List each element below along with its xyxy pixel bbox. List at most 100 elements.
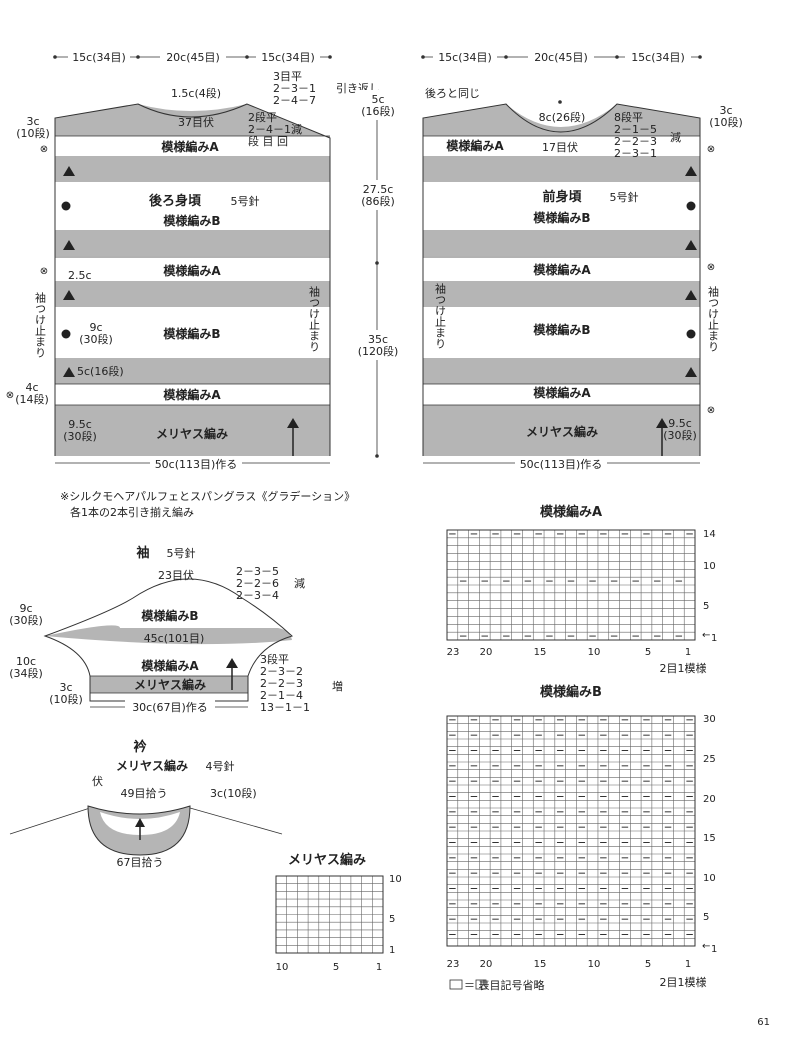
collar-pickup-back: 49目拾う — [121, 786, 168, 800]
dot-marker — [686, 329, 696, 339]
arrow-left-icon: ← — [702, 941, 710, 952]
back-lower-side-2: (14段) — [15, 392, 49, 406]
back-pattern-b-1: 模様編みB — [163, 213, 220, 228]
arrow-left-icon: ← — [702, 630, 710, 641]
back-shoulder-rows: 1.5c(4段) — [171, 86, 221, 100]
back-pattern-a-2: 模様編みA — [163, 263, 221, 278]
chart-a-col-label: 23 — [447, 647, 460, 658]
front-pattern-b-2: 模様編みB — [533, 322, 590, 337]
back-mid-side-2: (30段) — [79, 332, 113, 346]
center-mid-1: 27.5c — [363, 183, 394, 196]
chart-b-row-label: 5 — [703, 912, 709, 923]
front-neck-step-3: 2－2－3 — [614, 135, 657, 148]
chart-a-row-label: 14 — [703, 529, 716, 540]
sleeve-top-step-3: 2－3－4 — [236, 589, 279, 602]
back-shoulder-step-2: 2－3－1 — [273, 82, 316, 95]
legend: ＝ 表目記号省略 — [449, 978, 545, 992]
front-shoulder-side-1: 3c — [719, 104, 732, 117]
back-neck-step-1: 2段平 — [248, 110, 277, 124]
dot-marker — [61, 329, 71, 339]
center-bottom-2: (120段) — [358, 344, 399, 358]
sleeve-bind-off: 23目伏 — [158, 568, 194, 582]
sleeve-width: 45c(101目) — [144, 632, 205, 645]
dot-marker — [61, 201, 71, 211]
back-mid-side-1: 9c — [89, 321, 102, 334]
top-dim-right-2: 20c(45目) — [534, 51, 588, 64]
chart-a-col-label: 15 — [534, 647, 547, 658]
sleeve-top-dec: 減 — [294, 576, 305, 590]
chart-a-repeat: 2目1模様 — [660, 661, 707, 675]
sleeve-inc: 増 — [332, 680, 343, 693]
front-pattern-b-1: 模様編みB — [533, 210, 590, 225]
sleeve-side-mid-2: (34段) — [9, 666, 43, 680]
cross-marker: ⊗ — [707, 262, 715, 273]
chart-b-col-label: 20 — [480, 959, 493, 970]
front-neck-step-4: 2－3－1 — [614, 147, 657, 160]
center-mid-2: (86段) — [361, 194, 395, 208]
chart-st-col-label: 10 — [276, 962, 289, 973]
back-stockinette: メリヤス編み — [156, 426, 228, 441]
front-neck-depth: 8c(26段) — [539, 110, 586, 124]
chart-a-col-label: 1 — [685, 647, 691, 658]
back-sleeve-mark-left: 袖つけ止まり — [34, 291, 47, 358]
front-title: 前身頃 — [542, 189, 582, 205]
sleeve-title: 袖 — [136, 545, 149, 561]
yarn-note: ※シルクモヘアパルフェとスパングラス《グラデーション》 各1本の2本引き揃え編み — [60, 489, 355, 519]
top-dimension-left: 15c(34目) 20c(45目) 15c(34目) — [53, 49, 332, 64]
chart-b-row-label: 30 — [703, 714, 716, 725]
chart-st-title: メリヤス編み — [288, 852, 366, 868]
center-dimensions: 5c (16段) 27.5c (86段) 35c (120段) — [355, 90, 400, 458]
chart-b-repeat: 2目1模様 — [660, 975, 707, 989]
top-dim-left-2: 20c(45目) — [166, 51, 220, 64]
chart-a-row-label: 10 — [703, 561, 716, 572]
yarn-note-line-2: 各1本の2本引き揃え編み — [70, 505, 194, 519]
sleeve-top-step-2: 2－2－6 — [236, 577, 279, 590]
back-cast-on: 50c(113目)作る — [155, 458, 238, 471]
front-body-piece: 50c(113目)作る ⊗ ⊗ ⊗ 後ろと同じ 8c(26段) 8段平 2－1－… — [422, 86, 743, 471]
sleeve-pattern-a: 模様編みA — [141, 658, 199, 673]
front-pattern-a-3: 模様編みA — [533, 385, 591, 400]
chart-a-title: 模様編みA — [540, 504, 602, 520]
dot-marker — [686, 201, 696, 211]
sleeve-side-top-1: 9c — [19, 602, 32, 615]
front-pattern-a-1: 模様編みA — [446, 138, 504, 153]
collar-height: 3c(10段) — [210, 786, 257, 800]
cross-marker: ⊗ — [6, 390, 14, 401]
back-lower-side-1: 4c — [25, 381, 38, 394]
sleeve-side-mid-1: 10c — [16, 655, 36, 668]
chart-b-title: 模様編みB — [540, 684, 602, 700]
yarn-note-line-1: ※シルクモヘアパルフェとスパングラス《グラデーション》 — [60, 489, 355, 503]
chart-a-grid — [446, 529, 696, 641]
front-stockinette: メリヤス編み — [526, 424, 598, 439]
collar-fuku: 伏 — [92, 774, 103, 788]
chart-b: 模様編みB 30 25 20 15 10 5 1 ← 23 20 15 10 5… — [446, 684, 717, 989]
chart-b-col-label: 5 — [645, 959, 651, 970]
collar-subtitle: メリヤス編み — [116, 758, 188, 773]
front-bind-off: 17目伏 — [542, 140, 578, 154]
sleeve-side-low-2: (10段) — [49, 692, 83, 706]
back-armhole-gap: 2.5c — [68, 269, 92, 282]
front-pattern-a-2: 模様編みA — [533, 262, 591, 277]
sleeve-inc-step-5: 13－1－1 — [260, 701, 310, 714]
chart-stockinette: メリヤス編み 10 5 1 10 5 1 — [275, 852, 402, 973]
chart-a-col-label: 5 — [645, 647, 651, 658]
sleeve-piece: 袖 5号針 23目伏 2－3－5 2－2－6 2－3－4 減 模様編みB 45c… — [9, 545, 343, 714]
chart-b-col-label: 15 — [534, 959, 547, 970]
top-dimension-right: 15c(34目) 20c(45目) 15c(34目) — [421, 49, 702, 64]
collar-pickup-front: 67目拾う — [117, 855, 164, 869]
sleeve-cast-on: 30c(67目)作る — [132, 701, 208, 714]
back-title: 後ろ身頃 — [149, 193, 202, 209]
front-sleeve-mark-left: 袖つけ止まり — [434, 282, 447, 349]
back-neck-step-3: 段 目 回 — [248, 134, 288, 148]
cross-marker: ⊗ — [707, 144, 715, 155]
sleeve-inc-step-2: 2－3－2 — [260, 665, 303, 678]
chart-a-row-label: 1 — [711, 633, 717, 644]
back-shoulder-side-1: 3c — [26, 115, 39, 128]
empty-square-icon — [449, 979, 463, 990]
back-shoulder-step-3: 2－4－7 — [273, 94, 316, 107]
chart-b-col-label: 1 — [685, 959, 691, 970]
chart-a-row-label: 5 — [703, 601, 709, 612]
triangle-marker — [685, 166, 697, 176]
chart-b-grid — [446, 715, 696, 947]
back-shoulder-side-2: (10段) — [16, 126, 50, 140]
